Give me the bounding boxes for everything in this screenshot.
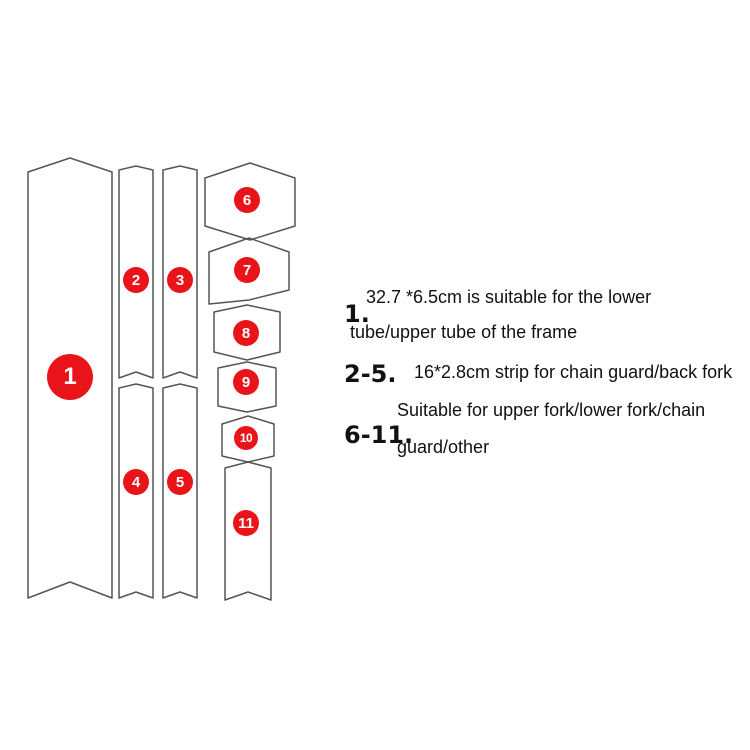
piece-3-outline [162, 165, 198, 379]
legend-1-number: 1. [344, 300, 370, 328]
piece-4-outline [118, 383, 154, 599]
legend-2-number: 2-5. [344, 360, 397, 388]
legend-3-line1: Suitable for upper fork/lower fork/chain [397, 400, 706, 420]
piece-8-badge: 8 [233, 320, 259, 346]
piece-2-outline [118, 165, 154, 379]
piece-7-badge: 7 [234, 257, 260, 283]
piece-1-badge: 1 [47, 354, 93, 400]
legend-3-line2: guard/other [397, 437, 490, 457]
piece-5-badge: 5 [167, 469, 193, 495]
piece-10-outline [221, 415, 275, 463]
piece-10-badge: 10 [234, 426, 258, 450]
piece-6-badge: 6 [234, 187, 260, 213]
legend-1-line1: 32.7 *6.5cm is suitable for the lower [366, 287, 652, 307]
legend-3-number: 6-11. [344, 421, 414, 449]
piece-9-badge: 9 [233, 369, 259, 395]
piece-5-outline [162, 383, 198, 599]
legend-2-text: 16*2.8cm strip for chain guard/back fork [414, 362, 733, 382]
piece-7-outline [208, 237, 290, 305]
piece-8-outline [213, 304, 281, 361]
piece-4-badge: 4 [123, 469, 149, 495]
piece-2-badge: 2 [123, 267, 149, 293]
piece-1-outline [27, 157, 113, 599]
piece-3-badge: 3 [167, 267, 193, 293]
piece-6-outline [204, 162, 296, 241]
piece-11-outline [224, 461, 272, 601]
piece-9-outline [217, 361, 277, 413]
legend-1-line2: tube/upper tube of the frame [350, 322, 578, 342]
piece-11-badge: 11 [233, 510, 259, 536]
